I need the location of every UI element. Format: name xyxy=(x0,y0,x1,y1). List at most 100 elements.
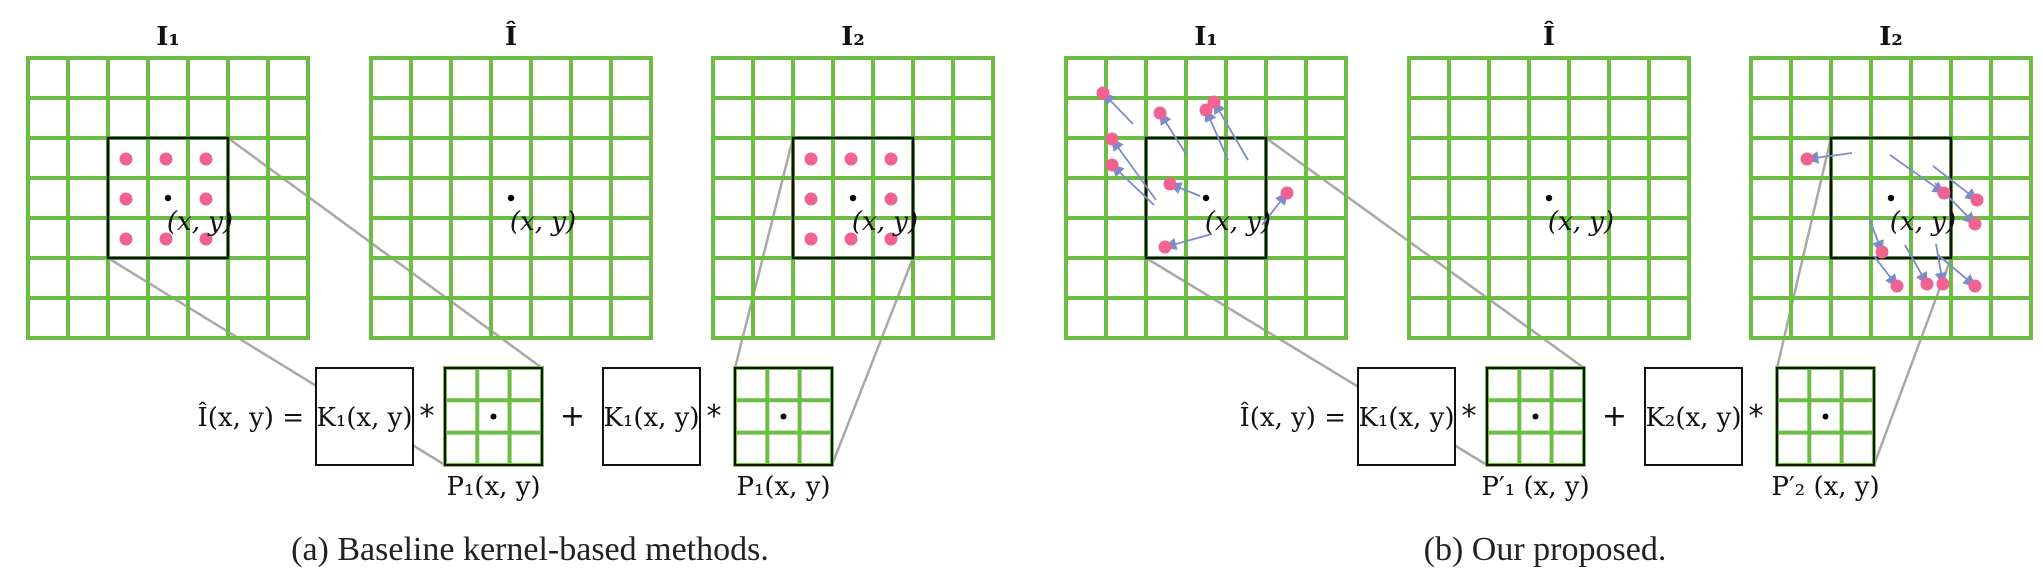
sample-point xyxy=(199,192,213,206)
grid-title: I₂ xyxy=(841,22,865,52)
deformed-sample-point xyxy=(1096,86,1110,100)
patch-center-dot xyxy=(1822,413,1829,420)
pixel-coordinate-label: (x, y) xyxy=(167,207,233,237)
patch-border xyxy=(1486,367,1585,466)
convolution-operator: * xyxy=(1749,399,1764,434)
patch-border xyxy=(444,367,543,466)
connector-line xyxy=(1872,257,1953,466)
deformed-sample-point xyxy=(1936,277,1950,291)
plus-operator: + xyxy=(560,399,585,434)
pixel-coordinate-label: (x, y) xyxy=(852,207,918,237)
connector-line xyxy=(227,136,543,370)
grid-border xyxy=(711,56,995,340)
kernel-box xyxy=(1357,367,1456,466)
patch-label: P′₁ (x, y) xyxy=(1481,472,1589,502)
connector-line xyxy=(1265,136,1585,370)
kernel-label: K₁(x, y) xyxy=(316,403,412,433)
sample-point xyxy=(119,152,133,166)
grid-title: Î xyxy=(505,20,517,52)
deformed-sample-point xyxy=(1153,106,1167,120)
sample-points xyxy=(119,86,1984,293)
kernel-window xyxy=(1829,136,1953,260)
kernel-box xyxy=(1644,367,1743,466)
offset-arrow xyxy=(1204,108,1229,161)
offset-arrow xyxy=(1937,254,1976,287)
deformed-sample-point xyxy=(1920,277,1934,291)
deformed-sample-point xyxy=(1105,158,1119,172)
kernel-label: K₁(x, y) xyxy=(1358,403,1454,433)
convolution-operator: * xyxy=(707,399,722,434)
center-pixel-dot xyxy=(849,194,857,202)
diagram-labels: I₁ (x, y) Î (x, y) I₂ (x, y) Î(x, y) = K₁(x, y)… xyxy=(156,20,1956,568)
patch-label: P′₂ (x, y) xyxy=(1771,472,1879,502)
offset-arrow xyxy=(1213,100,1249,161)
offset-arrow xyxy=(1932,165,1978,201)
equation-lhs: Î(x, y) = xyxy=(198,401,305,433)
grid-border xyxy=(1407,56,1691,340)
kernel-window xyxy=(106,136,230,260)
pixel-grid xyxy=(1407,56,1691,340)
kernel-label: K₁(x, y) xyxy=(603,403,699,433)
center-pixel-dot xyxy=(1545,194,1553,202)
kernel-box xyxy=(602,367,701,466)
deformed-sample-point xyxy=(1199,103,1213,117)
grid-border xyxy=(1749,56,2033,340)
pixel-coordinate-label: (x, y) xyxy=(510,207,576,237)
deformed-sample-point xyxy=(1890,279,1904,293)
pixel-coordinate-label: (x, y) xyxy=(1890,207,1956,237)
offset-arrow xyxy=(1261,192,1288,226)
pixel-grid xyxy=(369,56,653,340)
deformed-sample-point xyxy=(1968,279,1982,293)
deformed-sample-point xyxy=(1105,132,1119,146)
offset-arrow xyxy=(1163,233,1213,251)
grid-title: I₁ xyxy=(1194,22,1218,52)
pixel-coordinate-label: (x, y) xyxy=(1548,207,1614,237)
sample-point xyxy=(119,192,133,206)
offset-arrow xyxy=(1111,164,1155,206)
grid-title: I₁ xyxy=(156,22,180,52)
panel-caption: (b) Our proposed. xyxy=(1424,531,1667,568)
sample-point xyxy=(199,152,213,166)
pixel-grid xyxy=(1749,56,2033,340)
sample-point xyxy=(159,232,173,246)
deformed-sample-point xyxy=(1937,186,1951,200)
plus-operator: + xyxy=(1602,399,1627,434)
center-pixel-dot xyxy=(164,194,172,202)
offset-arrow xyxy=(1805,151,1853,164)
deformed-sample-point xyxy=(1970,193,1984,207)
kernel-label: K₂(x, y) xyxy=(1645,403,1741,433)
connector-line xyxy=(733,137,795,369)
patch-center-dot xyxy=(1532,413,1539,420)
pixel-grid xyxy=(711,56,995,340)
convolution-operator: * xyxy=(420,399,435,434)
patch-center-dot xyxy=(490,413,497,420)
grid-border xyxy=(26,56,310,340)
deformed-sample-point xyxy=(1158,240,1172,254)
offset-arrow xyxy=(1111,137,1157,201)
grid-title: Î xyxy=(1543,20,1555,52)
deformed-sample-point xyxy=(1207,95,1221,109)
deformed-sample-point xyxy=(1875,245,1889,259)
pixel-grids xyxy=(26,56,2033,467)
connector-line xyxy=(1775,137,1833,369)
center-pixel-dot xyxy=(507,194,515,202)
grid-title: I₂ xyxy=(1879,22,1903,52)
sample-point xyxy=(199,232,213,246)
patch-border xyxy=(734,367,833,466)
offset-arrow xyxy=(1904,244,1928,286)
sample-point xyxy=(159,152,173,166)
equation-lhs: Î(x, y) = xyxy=(1240,401,1347,433)
sample-point xyxy=(884,232,898,246)
offset-arrow xyxy=(1934,243,1948,286)
sample-point xyxy=(844,232,858,246)
sample-point xyxy=(804,152,818,166)
panel-caption: (a) Baseline kernel-based methods. xyxy=(291,531,769,568)
patch-label: P₁(x, y) xyxy=(736,472,830,502)
sample-point xyxy=(884,152,898,166)
patch-border xyxy=(1776,367,1875,466)
kernel-window xyxy=(791,136,915,260)
sample-point xyxy=(884,192,898,206)
patch-center-dot xyxy=(780,413,787,420)
offset-arrow xyxy=(1159,111,1187,155)
center-pixel-dot xyxy=(1887,194,1895,202)
